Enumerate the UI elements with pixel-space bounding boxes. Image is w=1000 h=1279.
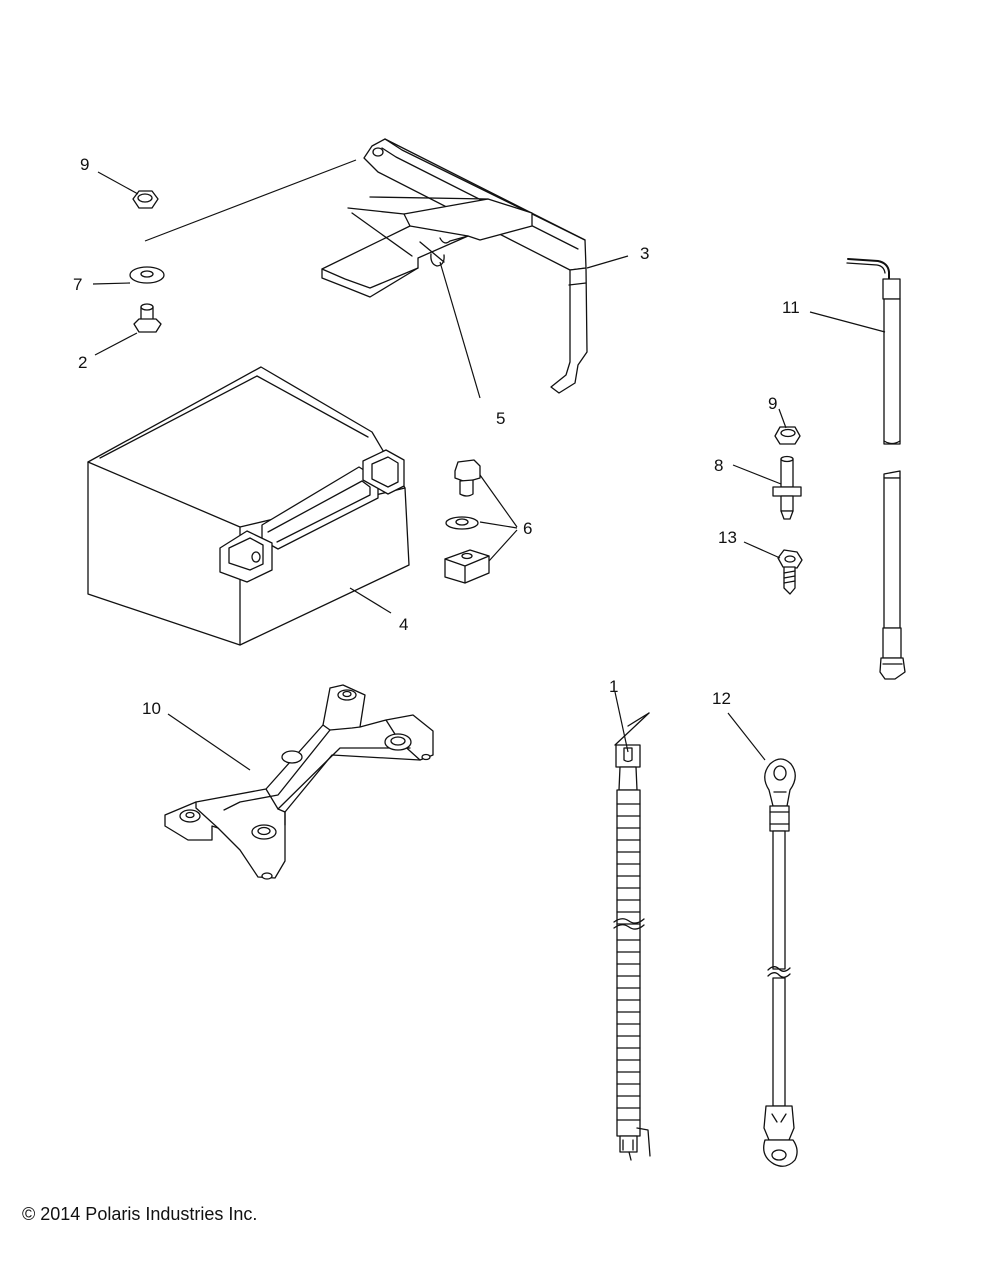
- leader-9-top: [97, 171, 139, 195]
- leader-2: [94, 332, 138, 356]
- callout-3: 3: [640, 244, 649, 263]
- part-tray-10: [164, 684, 434, 880]
- callout-6: 6: [523, 519, 532, 538]
- leader-4: [349, 587, 392, 614]
- copyright-notice: © 2014 Polaris Industries Inc.: [22, 1204, 258, 1224]
- callout-9-right: 9: [768, 394, 777, 413]
- part-ground-strap-12: [763, 758, 798, 1167]
- leader-7: [92, 282, 131, 285]
- callout-10: 10: [142, 699, 161, 718]
- callout-13: 13: [718, 528, 737, 547]
- part-hardware-6: [444, 459, 490, 584]
- callout-8: 8: [714, 456, 723, 475]
- callout-4: 4: [399, 615, 408, 634]
- part-battery-4: [87, 366, 410, 646]
- leader-6c: [488, 529, 518, 562]
- part-cable-11: [846, 258, 906, 680]
- part-washer-7: [129, 266, 165, 284]
- callout-2: 2: [78, 353, 87, 372]
- leader-5: [439, 261, 481, 399]
- leader-1: [614, 691, 629, 753]
- part-nut-9-top: [132, 190, 159, 209]
- part-cable-1: [613, 712, 651, 1161]
- part-pad-5: [321, 196, 533, 298]
- leader-3: [586, 255, 629, 269]
- part-bolt-2: [133, 303, 162, 333]
- leader-8: [732, 464, 782, 485]
- callout-12: 12: [712, 689, 731, 708]
- callout-7: 7: [73, 275, 82, 294]
- part-screw-13: [777, 549, 803, 595]
- callout-9-top: 9: [80, 155, 89, 174]
- callout-5: 5: [496, 409, 505, 428]
- assembly-line-9-to-3: [144, 159, 357, 242]
- leader-9-right: [778, 408, 787, 429]
- leader-11: [809, 311, 886, 333]
- part-stud-8: [772, 455, 802, 520]
- callout-11: 11: [782, 298, 800, 317]
- callout-1: 1: [609, 677, 618, 696]
- leader-10: [167, 713, 251, 771]
- leader-13: [743, 541, 781, 559]
- leader-6b: [479, 521, 518, 529]
- leader-12: [727, 712, 766, 761]
- part-nut-9-right: [774, 426, 801, 445]
- leader-6a: [479, 474, 518, 528]
